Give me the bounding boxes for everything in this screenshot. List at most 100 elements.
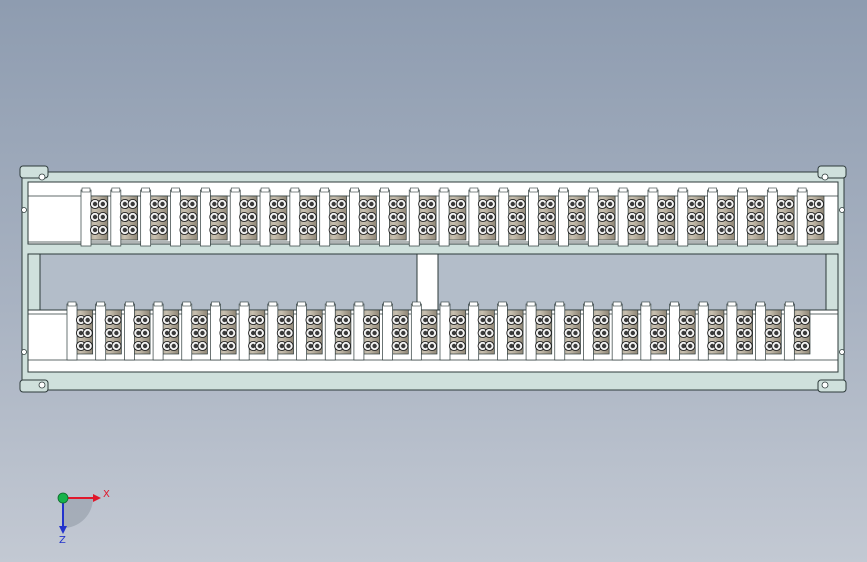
terminal-module[interactable]: [296, 301, 323, 361]
fitting-bore: [697, 227, 702, 233]
fitting-bore: [361, 201, 366, 207]
terminal-module[interactable]: [497, 301, 524, 361]
axis-triad[interactable]: X Z: [57, 489, 110, 546]
module-clamp: [468, 303, 480, 361]
fitting-bore: [767, 343, 772, 349]
fitting-bore: [518, 227, 523, 233]
fitting-bore: [802, 330, 808, 336]
terminal-module[interactable]: [267, 301, 294, 361]
fitting-bore: [107, 330, 112, 336]
clamp-cap: [588, 187, 598, 193]
terminal-module[interactable]: [152, 301, 180, 361]
fitting-bore: [816, 227, 822, 233]
fitting-bore: [421, 201, 426, 207]
clamp-cap: [239, 301, 249, 307]
terminal-module[interactable]: [528, 187, 556, 247]
terminal-module[interactable]: [200, 187, 228, 247]
fitting-bore: [510, 227, 515, 233]
module-clamp: [289, 189, 301, 247]
terminal-module[interactable]: [110, 187, 139, 247]
terminal-module[interactable]: [498, 187, 526, 247]
terminal-module[interactable]: [669, 301, 696, 361]
terminal-module[interactable]: [611, 301, 639, 361]
fitting-bore: [160, 214, 165, 220]
terminal-module[interactable]: [707, 187, 735, 247]
terminal-module[interactable]: [124, 301, 151, 361]
terminal-module[interactable]: [379, 187, 407, 247]
terminal-module[interactable]: [210, 301, 237, 361]
terminal-module[interactable]: [554, 301, 581, 361]
top-rail[interactable]: [27, 181, 839, 247]
fitting-bore: [257, 343, 263, 349]
terminal-module[interactable]: [181, 301, 208, 361]
terminal-module[interactable]: [410, 301, 438, 361]
terminal-module[interactable]: [289, 187, 318, 247]
terminal-module[interactable]: [170, 187, 198, 247]
fitting-bore: [767, 317, 772, 323]
fitting-bore: [361, 214, 366, 220]
terminal-module[interactable]: [408, 187, 437, 247]
fitting-bore: [365, 317, 371, 323]
fitting-bore: [365, 330, 371, 336]
terminal-module[interactable]: [617, 187, 646, 247]
fitting-bore: [570, 214, 575, 220]
fitting-bore: [716, 343, 722, 349]
fitting-bore: [279, 227, 285, 233]
clamp-cap: [439, 187, 449, 193]
fitting-bore: [301, 201, 307, 207]
terminal-module[interactable]: [783, 301, 811, 361]
terminal-module[interactable]: [382, 301, 409, 361]
clamp-cap: [230, 187, 240, 193]
fitting-bore: [279, 330, 285, 336]
terminal-module[interactable]: [726, 301, 753, 361]
terminal-module[interactable]: [439, 301, 467, 361]
terminal-module[interactable]: [353, 301, 380, 361]
clamp-cap: [469, 187, 479, 193]
bottom-rail[interactable]: [27, 301, 839, 373]
terminal-module[interactable]: [324, 301, 352, 361]
terminal-module[interactable]: [796, 187, 825, 247]
terminal-module[interactable]: [468, 187, 497, 247]
fitting-bore: [681, 343, 686, 349]
terminal-module[interactable]: [349, 187, 377, 247]
terminal-module[interactable]: [587, 187, 616, 247]
terminal-module[interactable]: [80, 187, 109, 247]
fitting-bore: [573, 330, 578, 336]
fitting-bore: [122, 214, 128, 220]
fitting-bore: [369, 227, 374, 233]
terminal-module[interactable]: [647, 187, 676, 247]
terminal-module[interactable]: [238, 301, 266, 361]
fitting-bore: [510, 201, 515, 207]
terminal-module[interactable]: [677, 187, 705, 247]
terminal-module[interactable]: [766, 187, 795, 247]
terminal-module[interactable]: [229, 187, 258, 247]
clamp-cap: [268, 301, 278, 307]
terminal-module[interactable]: [525, 301, 553, 361]
fitting-bore: [607, 227, 613, 233]
terminal-module[interactable]: [558, 187, 586, 247]
fitting-bore: [488, 201, 493, 207]
terminal-module[interactable]: [66, 301, 94, 361]
terminal-module[interactable]: [259, 187, 288, 247]
fitting-bore: [659, 214, 665, 220]
clamp-cap: [297, 301, 306, 307]
terminal-module[interactable]: [737, 187, 765, 247]
terminal-module[interactable]: [438, 187, 467, 247]
bottom-rail-modules[interactable]: [66, 301, 811, 361]
top-rail-modules[interactable]: [80, 187, 825, 247]
fitting-bore: [228, 343, 234, 349]
machine-assembly[interactable]: [19, 165, 847, 393]
fitting-bore: [122, 227, 128, 233]
fitting-bore: [429, 330, 435, 336]
terminal-module[interactable]: [468, 301, 495, 361]
terminal-module[interactable]: [640, 301, 667, 361]
terminal-module[interactable]: [697, 301, 725, 361]
terminal-module[interactable]: [140, 187, 168, 247]
terminal-module[interactable]: [95, 301, 122, 361]
terminal-module[interactable]: [319, 187, 347, 247]
terminal-module[interactable]: [755, 301, 782, 361]
fitting-bore: [667, 201, 672, 207]
terminal-module[interactable]: [583, 301, 610, 361]
fitting-bore: [331, 227, 336, 233]
